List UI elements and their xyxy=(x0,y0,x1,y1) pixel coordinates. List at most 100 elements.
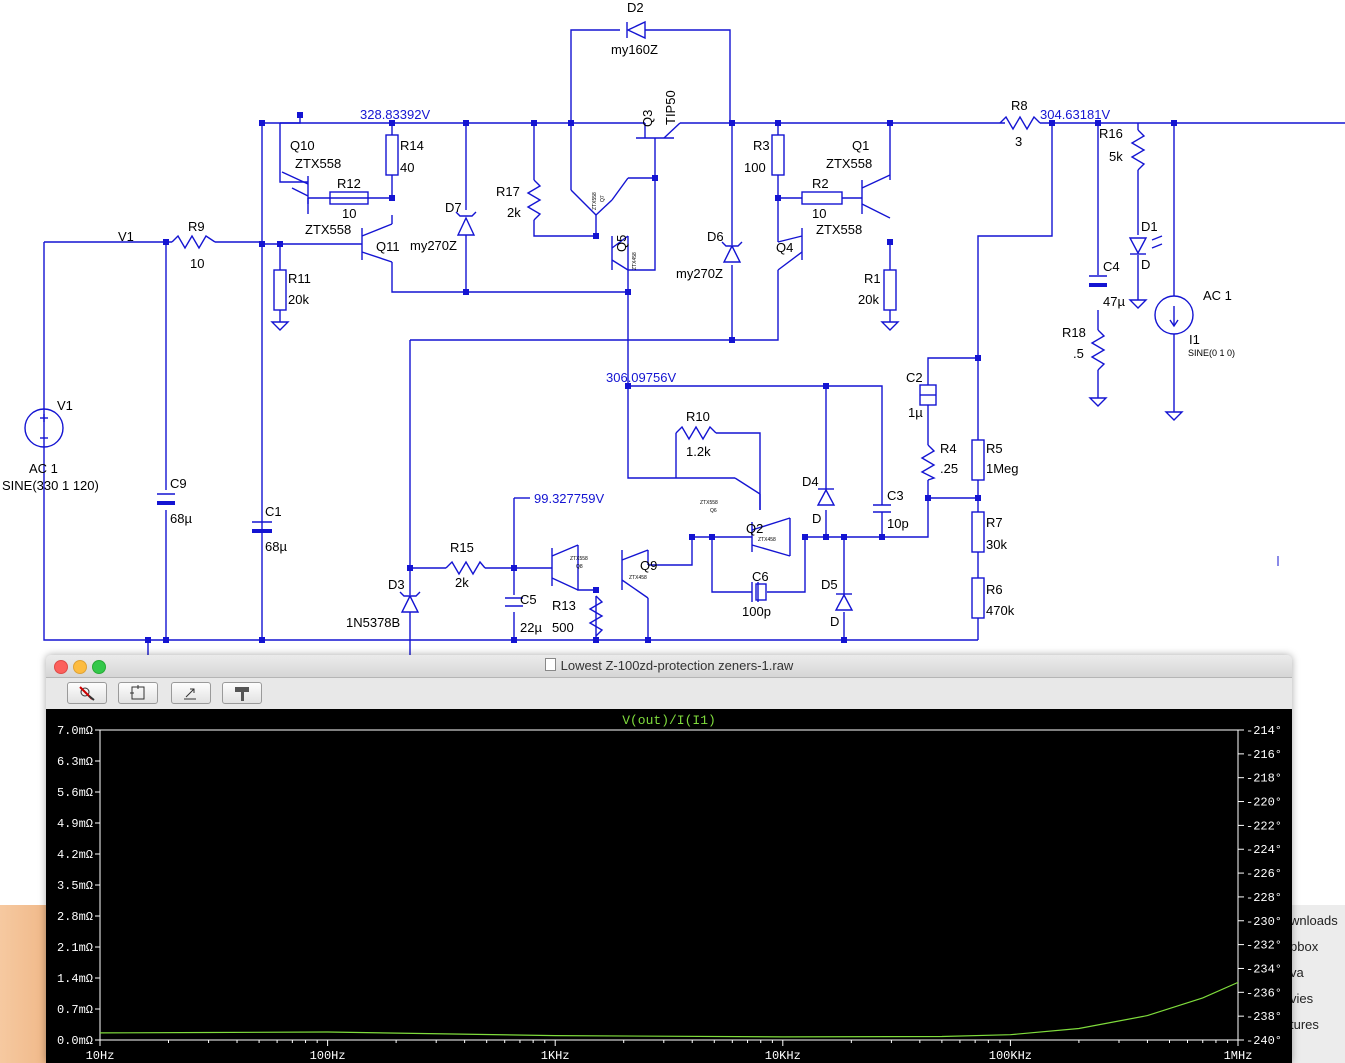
c3-symbol xyxy=(873,504,891,537)
r13-symbol xyxy=(588,595,604,637)
q1-symbol xyxy=(861,174,891,219)
r12-value: 10 xyxy=(342,206,356,221)
c9-ref: C9 xyxy=(170,476,187,491)
finder-item[interactable]: va xyxy=(1290,965,1304,980)
d4-value: D xyxy=(812,511,821,526)
i1-ref: I1 xyxy=(1189,332,1200,347)
r3-symbol xyxy=(771,134,785,176)
y-left-tick-label: 0.7mΩ xyxy=(57,1003,93,1017)
r5-value: 1Meg xyxy=(986,461,1019,476)
d1-symbol xyxy=(1128,235,1163,255)
y-left-tick-label: 2.1mΩ xyxy=(57,941,93,955)
q1-ref: Q1 xyxy=(852,138,869,153)
d2-value: my160Z xyxy=(611,42,658,57)
i1-symbol xyxy=(1154,295,1194,335)
q3-symbol xyxy=(636,122,681,155)
r5-symbol xyxy=(971,439,985,481)
node-voltage: 99.327759V xyxy=(534,491,604,506)
plot-svg[interactable]: V(out)/I(I1)7.0mΩ6.3mΩ5.6mΩ4.9mΩ4.2mΩ3.5… xyxy=(46,709,1292,1063)
zoom-button[interactable] xyxy=(92,660,106,674)
d5-ref: D5 xyxy=(821,577,838,592)
r4-ref: R4 xyxy=(940,441,957,456)
ground-icon xyxy=(1088,397,1108,407)
d6-ref: D6 xyxy=(707,229,724,244)
q11-value: ZTX558 xyxy=(305,222,351,237)
q6-symbol xyxy=(734,477,761,510)
minimize-button[interactable] xyxy=(73,660,87,674)
finder-item[interactable]: pbox xyxy=(1290,939,1319,954)
c3-value: 10p xyxy=(887,516,909,531)
x-tick-label: 10Hz xyxy=(86,1049,115,1063)
probe-button[interactable] xyxy=(222,682,262,704)
ground-icon xyxy=(270,321,290,331)
q7-ref: Q7 xyxy=(600,195,606,202)
r16-ref: R16 xyxy=(1099,126,1123,141)
c3-ref: C3 xyxy=(887,488,904,503)
y-left-tick-label: 0.0mΩ xyxy=(57,1034,93,1048)
c1-symbol xyxy=(252,521,272,533)
v1-ac: AC 1 xyxy=(29,461,58,476)
finder-item[interactable]: tures xyxy=(1290,1017,1319,1032)
junction-dots xyxy=(145,112,1177,643)
zoom-full-icon xyxy=(130,685,145,700)
q4-symbol xyxy=(777,228,803,271)
y-right-tick-label: -214° xyxy=(1246,724,1282,738)
finder-item[interactable]: vies xyxy=(1290,991,1314,1006)
r5-ref: R5 xyxy=(986,441,1003,456)
finder-sidebar xyxy=(1292,905,1345,1063)
q1-value: ZTX558 xyxy=(826,156,872,171)
d5-value: D xyxy=(830,614,839,629)
y-right-tick-label: -222° xyxy=(1246,819,1282,833)
window-title-text: Lowest Z-100zd-protection zeners-1.raw xyxy=(560,658,794,673)
hammer-icon xyxy=(235,687,249,701)
zoom-extent-button[interactable] xyxy=(118,682,158,704)
q6-model: ZTX558 xyxy=(700,500,718,506)
finder-item[interactable]: wnloads xyxy=(1290,913,1338,928)
r11-value: 20k xyxy=(288,292,309,307)
y-left-tick-label: 1.4mΩ xyxy=(57,972,93,986)
d2-symbol xyxy=(626,20,646,40)
r10-symbol xyxy=(675,425,717,441)
y-right-tick-label: -216° xyxy=(1246,748,1282,762)
y-right-tick-label: -236° xyxy=(1246,986,1282,1000)
c1-value: 68µ xyxy=(265,539,287,554)
x-tick-label: 1MHz xyxy=(1224,1049,1253,1063)
r14-symbol xyxy=(385,134,399,176)
q11-symbol xyxy=(361,223,393,263)
v1-net-label: V1 xyxy=(118,229,134,244)
r13-ref: R13 xyxy=(552,598,576,613)
q8-ref: Q8 xyxy=(576,564,583,570)
y-right-tick-label: -228° xyxy=(1246,891,1282,905)
q5-symbol xyxy=(611,235,629,292)
d4-symbol xyxy=(816,488,836,506)
y-right-tick-label: -224° xyxy=(1246,843,1282,857)
r6-value: 470k xyxy=(986,603,1015,618)
zoom-back-button[interactable] xyxy=(171,682,211,704)
c6-value: 100p xyxy=(742,604,771,619)
y-left-tick-label: 3.5mΩ xyxy=(57,879,93,893)
plot-toolbar xyxy=(46,678,1292,710)
window-title: Lowest Z-100zd-protection zeners-1.raw xyxy=(46,658,1292,673)
r2-ref: R2 xyxy=(812,176,829,191)
v1-ref: V1 xyxy=(57,398,73,413)
r8-value: 3 xyxy=(1015,134,1022,149)
cross-cursor-icon xyxy=(79,686,95,701)
y-left-tick-label: 4.9mΩ xyxy=(57,817,93,831)
r7-value: 30k xyxy=(986,537,1007,552)
r10-ref: R10 xyxy=(686,409,710,424)
r4-symbol xyxy=(920,444,936,481)
node-voltage: 328.83392V xyxy=(360,107,430,122)
r18-symbol xyxy=(1090,329,1106,371)
schematic-canvas[interactable]: 328.83392V 304.63181V 306.09756V 99.3277… xyxy=(0,0,1345,655)
q9-symbol xyxy=(621,549,649,599)
c5-value: 22µ xyxy=(520,620,542,635)
remove-trace-button[interactable] xyxy=(67,682,107,704)
close-button[interactable] xyxy=(54,660,68,674)
r7-symbol xyxy=(971,511,985,553)
r6-symbol xyxy=(971,577,985,619)
ground-icon xyxy=(1128,299,1148,309)
window-titlebar[interactable]: Lowest Z-100zd-protection zeners-1.raw xyxy=(46,655,1292,678)
c5-symbol xyxy=(505,597,523,607)
r18-ref: R18 xyxy=(1062,325,1086,340)
